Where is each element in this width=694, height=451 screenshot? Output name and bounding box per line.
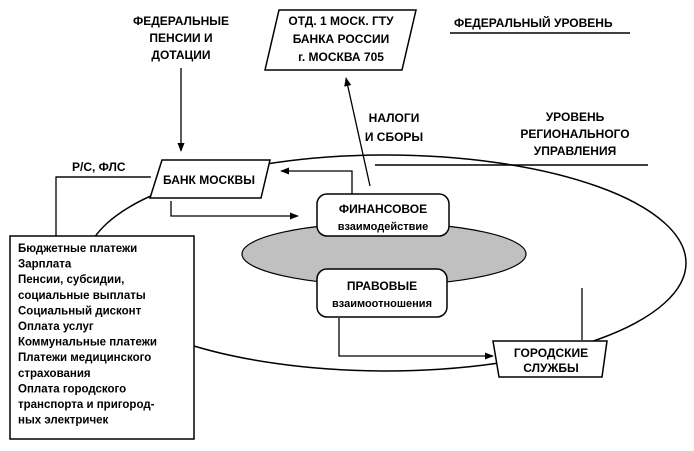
- financial-title: ФИНАНСОВОЕ: [339, 202, 427, 216]
- payments-list-item: страхования: [18, 368, 91, 380]
- payments-list-item: транспорта и пригород-: [18, 399, 155, 411]
- payments-list-item: ных электричек: [18, 415, 109, 427]
- taxes-to-gtu-arrow: [344, 77, 371, 187]
- finance-to-bank-arrow: [280, 167, 353, 194]
- taxes-line-1: НАЛОГИ: [369, 111, 420, 125]
- financial-box: [316, 193, 450, 237]
- accounts-label: Р/С, ФЛС: [72, 160, 126, 174]
- bank-moscow-box: [148, 159, 271, 199]
- gtu-line-2: БАНКА РОССИИ: [293, 32, 390, 46]
- taxes-line-2: И СБОРЫ: [365, 130, 423, 144]
- legal-title: ПРАВОВЫЕ: [347, 279, 417, 293]
- federal-level-label: ФЕДЕРАЛЬНЫЙ УРОВЕНЬ: [454, 15, 613, 30]
- bank-to-finance-arrow: [170, 201, 299, 220]
- payments-list-item: Оплата городского: [18, 383, 126, 395]
- payments-list-item: Оплата услуг: [18, 321, 94, 333]
- city-line-1: ГОРОДСКИЕ: [514, 346, 588, 360]
- legal-subtitle: взаимоотношения: [332, 298, 432, 310]
- gtu-box: [264, 9, 417, 71]
- payments-list-item: социальные выплаты: [18, 290, 146, 302]
- regional-line-1: УРОВЕНЬ: [546, 110, 605, 124]
- pensions-line-1: ФЕДЕРАЛЬНЫЕ: [133, 14, 229, 28]
- payments-list-item: Пенсии, субсидии,: [18, 274, 124, 286]
- payments-list-item: Платежи медицинского: [18, 352, 151, 364]
- pensions-line-2: ПЕНСИИ И: [149, 31, 212, 45]
- payments-list-box: [9, 235, 195, 440]
- legal-to-city-arrow: [338, 318, 494, 360]
- legal-box: [316, 268, 448, 318]
- financial-subtitle: взаимодействие: [338, 221, 429, 233]
- payments-list-item: Бюджетные платежи: [18, 243, 137, 255]
- bank-moscow-label: БАНК МОСКВЫ: [163, 173, 255, 187]
- payments-list-item: Зарплата: [18, 259, 72, 271]
- regional-line-3: УПРАВЛЕНИЯ: [534, 144, 616, 158]
- pensions-line-3: ДОТАЦИИ: [151, 48, 210, 62]
- city-line-2: СЛУЖБЫ: [523, 361, 578, 375]
- gtu-line-1: ОТД. 1 МОСК. ГТУ: [288, 14, 394, 28]
- regional-line-2: РЕГИОНАЛЬНОГО: [520, 127, 629, 141]
- payments-list-item: Коммунальные платежи: [18, 337, 157, 349]
- city-services-box: [492, 340, 608, 378]
- payments-list-item: Социальный дисконт: [18, 305, 142, 317]
- gtu-line-3: г. МОСКВА 705: [298, 50, 384, 64]
